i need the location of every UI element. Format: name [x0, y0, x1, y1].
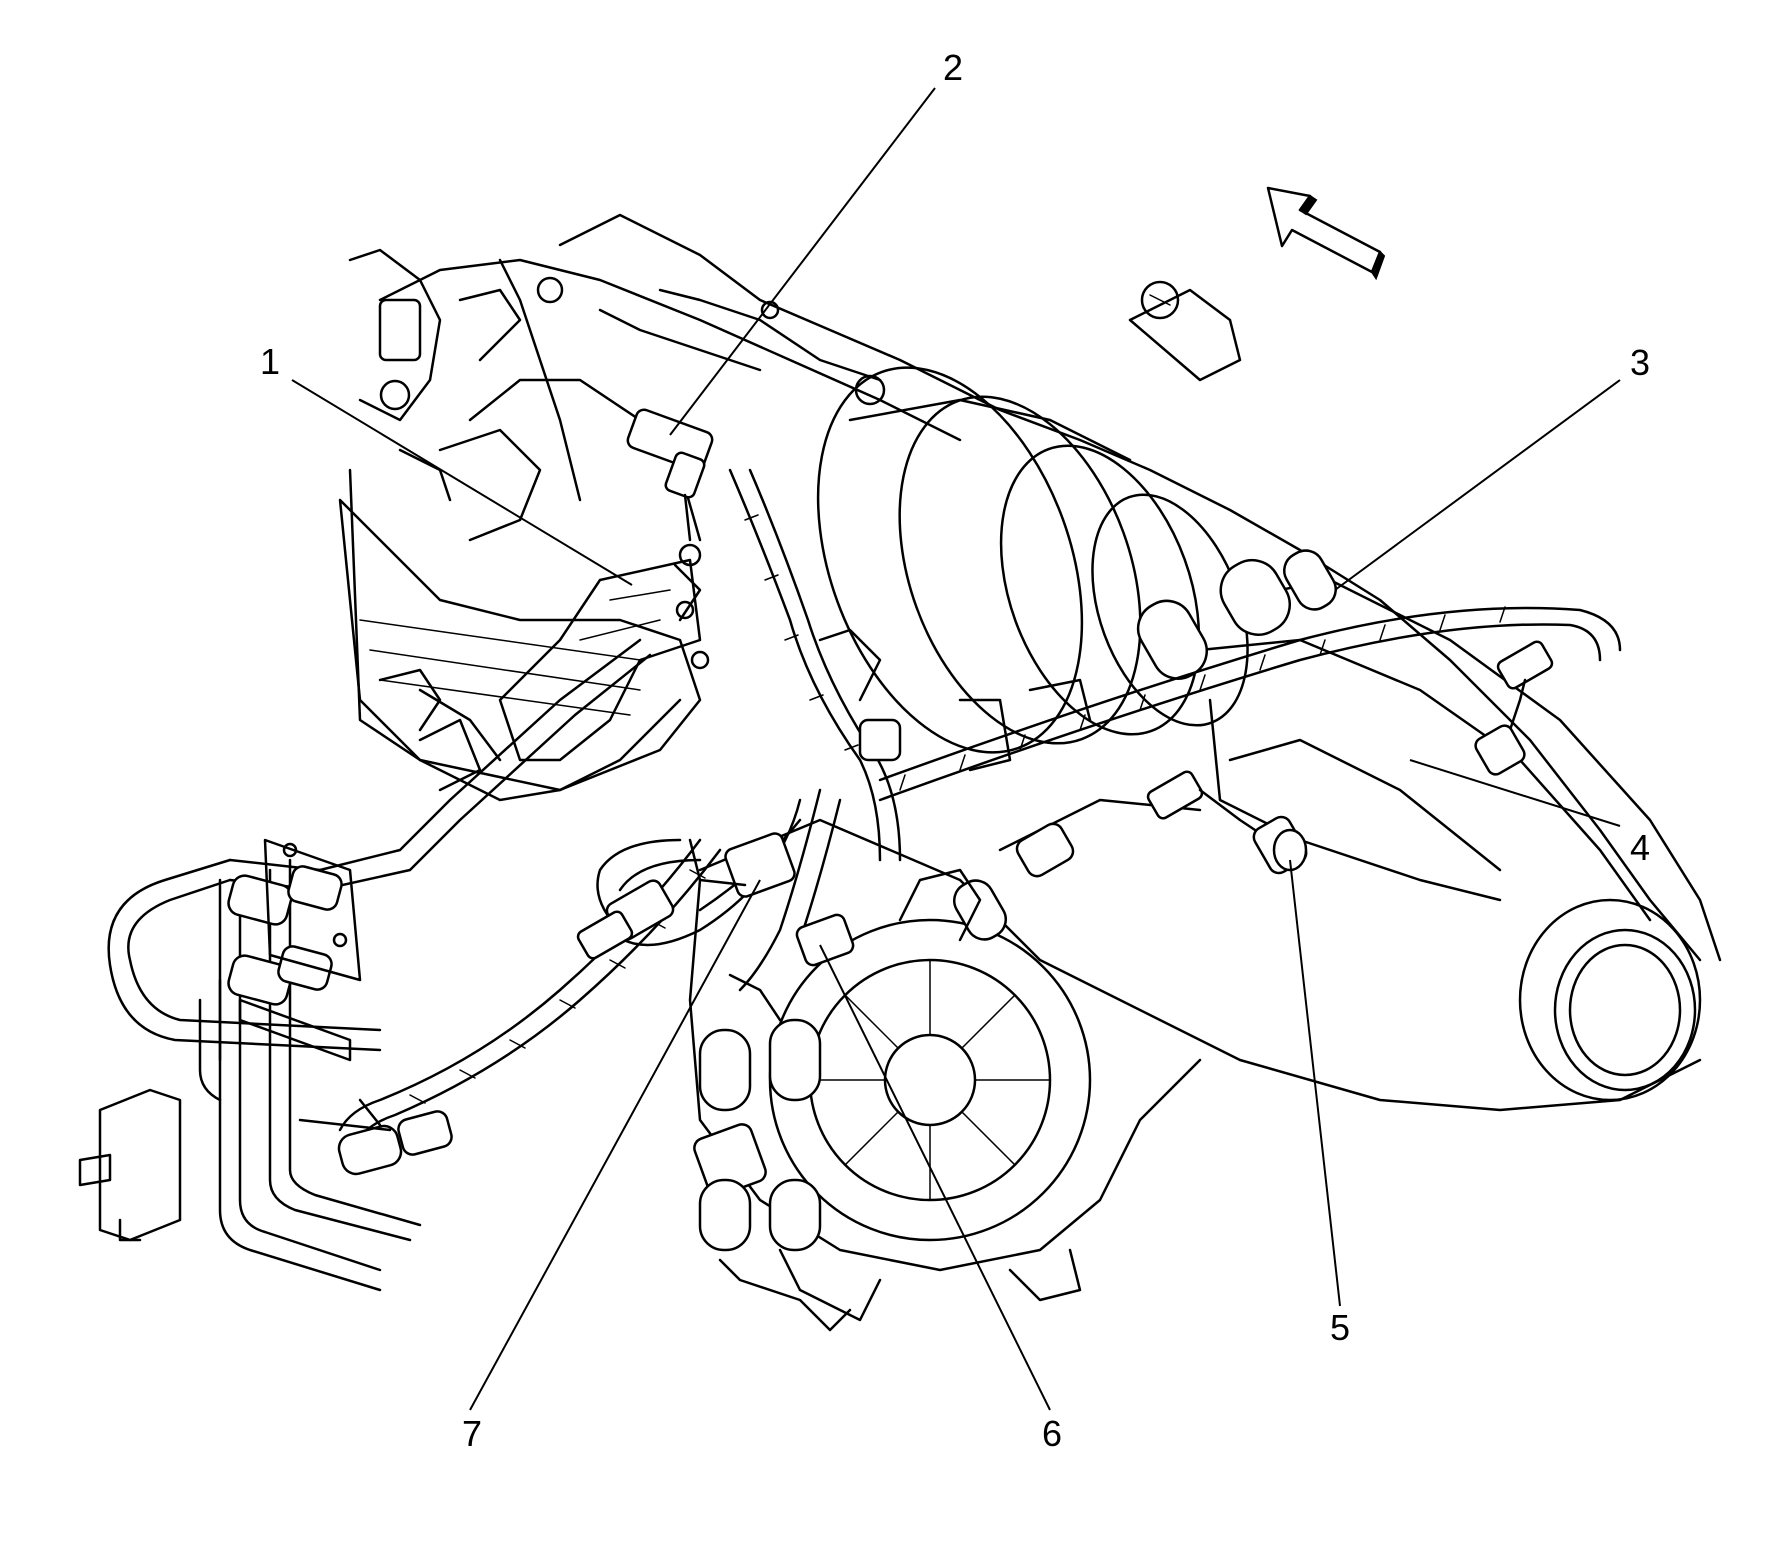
transfer-case — [688, 578, 1722, 1332]
cooler-lines — [78, 448, 652, 1292]
leader-line-5 — [1289, 859, 1341, 1307]
leader-line-1 — [291, 379, 633, 586]
callout-3: 3 — [1630, 342, 1650, 383]
callout-leaders — [291, 87, 1621, 1411]
connector-7 — [724, 832, 796, 898]
mounting-bosses — [953, 549, 1337, 941]
callout-2: 2 — [943, 47, 963, 88]
leader-line-3 — [1334, 379, 1621, 591]
callout-labels: 1 2 3 4 5 6 7 — [260, 47, 1650, 1454]
leader-line-6 — [819, 944, 1051, 1411]
callout-5: 5 — [1330, 1307, 1350, 1348]
connector-5 — [1146, 770, 1204, 820]
oil-pan — [338, 498, 702, 792]
callout-4: 4 — [1630, 827, 1650, 868]
leader-line-2 — [669, 87, 936, 436]
connector-6 — [795, 913, 855, 967]
brackets — [418, 288, 1092, 792]
front-direction-arrow-icon — [1266, 186, 1386, 281]
connector-4 — [1496, 640, 1554, 690]
connectors — [576, 408, 1554, 1022]
transmission-housing — [348, 213, 1702, 962]
callout-6: 6 — [1042, 1413, 1062, 1454]
callout-7: 7 — [462, 1413, 482, 1454]
leader-line-4 — [1409, 759, 1621, 827]
wiring-harness — [337, 468, 1622, 1176]
leader-line-7 — [469, 879, 761, 1411]
callout-1: 1 — [260, 341, 280, 382]
